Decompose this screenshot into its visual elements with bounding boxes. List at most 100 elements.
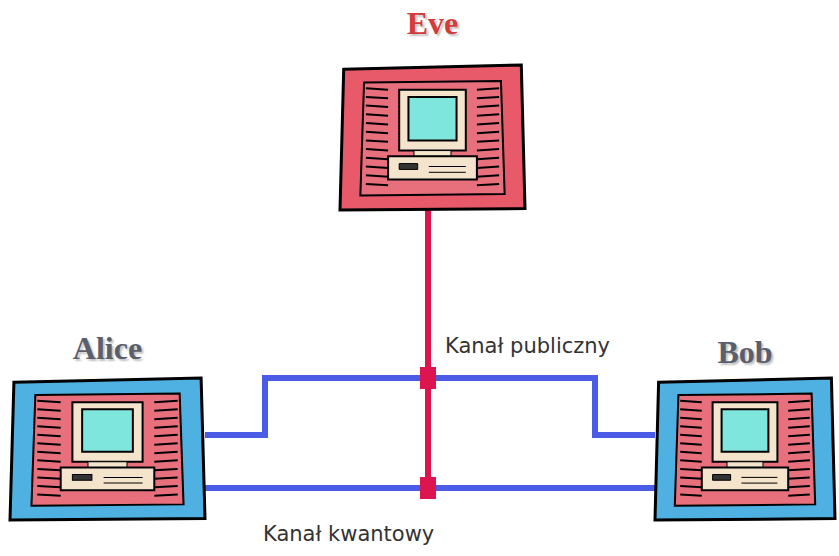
icon-stripe	[154, 409, 177, 410]
icon-stripe	[154, 435, 177, 436]
drive-slot	[399, 164, 418, 170]
icon-stripe	[680, 401, 702, 402]
icon-stripe	[37, 486, 60, 487]
icon-stripe	[477, 149, 499, 150]
icon-stripe	[477, 140, 499, 141]
computer-base	[61, 467, 155, 490]
tap-line	[425, 208, 431, 496]
icon-stripe	[788, 460, 810, 461]
icon-stripe	[680, 469, 702, 470]
icon-frame	[10, 378, 205, 520]
computer-node: Alice	[10, 378, 205, 520]
icon-stripe	[366, 158, 388, 159]
icon-stripe	[366, 123, 388, 124]
icon-stripe	[788, 401, 810, 402]
icon-stripe	[154, 477, 177, 478]
icon-stripe	[37, 409, 60, 410]
node-name: Bob	[615, 332, 839, 372]
icon-stripe	[680, 486, 702, 487]
icon-stripe	[366, 88, 388, 89]
icon-stripe	[788, 452, 810, 453]
icon-stripe	[37, 469, 60, 470]
icon-frame	[340, 65, 525, 210]
base-line	[429, 172, 466, 173]
icon-stripe	[477, 114, 499, 115]
icon-stripe	[680, 409, 702, 410]
icon-stripe	[788, 418, 810, 419]
icon-stripe	[788, 426, 810, 427]
icon-stripe	[154, 486, 177, 487]
icon-stripe	[37, 435, 60, 436]
icon-stripe	[366, 149, 388, 150]
computer-base	[702, 467, 788, 490]
icon-stripe	[366, 114, 388, 115]
icon-stripe	[680, 443, 702, 444]
icon-stripe	[680, 477, 702, 478]
monitor-case	[399, 90, 466, 151]
icon-frame	[655, 378, 835, 520]
icon-stripe	[477, 158, 499, 159]
monitor-screen	[82, 409, 133, 452]
computer-icon	[655, 378, 835, 520]
icon-stripe	[366, 97, 388, 98]
icon-stripe	[788, 486, 810, 487]
icon-stripe	[37, 418, 60, 419]
channel-label: Kanał publiczny	[442, 332, 613, 360]
icon-stripe	[680, 418, 702, 419]
icon-panel	[675, 394, 815, 506]
base-line	[104, 477, 143, 478]
icon-stripe	[37, 452, 60, 453]
icon-stripe	[680, 494, 702, 495]
icon-stripe	[154, 452, 177, 453]
icon-stripe	[788, 435, 810, 436]
computer-icon	[340, 65, 525, 210]
icon-stripe	[37, 426, 60, 427]
icon-stripe	[37, 477, 60, 478]
monitor-case	[72, 402, 142, 462]
icon-stripe	[477, 175, 499, 176]
base-line	[104, 483, 143, 484]
icon-stripe	[366, 167, 388, 168]
icon-stripe	[366, 106, 388, 107]
icon-stripe	[680, 460, 702, 461]
icon-stripe	[680, 452, 702, 453]
icon-stripe	[154, 469, 177, 470]
icon-stripe	[680, 435, 702, 436]
tap-junction	[420, 477, 436, 499]
icon-stripe	[788, 477, 810, 478]
icon-stripe	[366, 140, 388, 141]
tap-junction	[420, 367, 436, 389]
icon-stripe	[477, 106, 499, 107]
icon-stripe	[37, 443, 60, 444]
monitor-screen	[408, 97, 456, 140]
base-line	[741, 483, 777, 484]
icon-stripe	[154, 460, 177, 461]
drive-slot	[713, 475, 731, 481]
icon-stripe	[788, 443, 810, 444]
icon-stripe	[154, 443, 177, 444]
drive-slot	[72, 475, 92, 481]
icon-stripe	[154, 418, 177, 419]
monitor-case	[713, 402, 778, 462]
icon-stripe	[366, 175, 388, 176]
computer-icon	[10, 378, 205, 520]
icon-stripe	[37, 494, 60, 495]
icon-stripe	[154, 494, 177, 495]
monitor-screen	[722, 409, 769, 452]
icon-stripe	[477, 184, 499, 185]
computer-node: Eve	[340, 65, 525, 210]
icon-stripe	[788, 494, 810, 495]
computer-node: Bob	[655, 378, 835, 520]
channel-label: Kanał kwantowy	[260, 520, 437, 548]
icon-stripe	[37, 401, 60, 402]
icon-stripe	[477, 132, 499, 133]
node-name: Alice	[0, 328, 245, 368]
icon-panel	[360, 81, 504, 196]
icon-stripe	[477, 167, 499, 168]
icon-panel	[31, 394, 183, 506]
icon-stripe	[154, 426, 177, 427]
icon-stripe	[366, 132, 388, 133]
icon-stripe	[477, 88, 499, 89]
icon-stripe	[788, 409, 810, 410]
icon-stripe	[680, 426, 702, 427]
